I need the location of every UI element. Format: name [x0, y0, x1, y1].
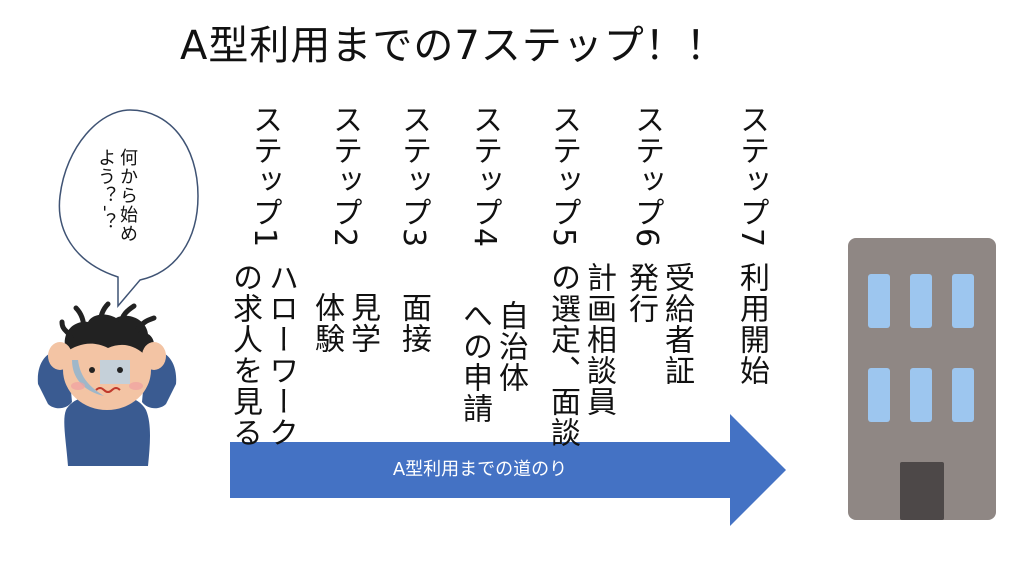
- step-4-label: ステップ4: [467, 104, 502, 249]
- step-3-label: ステップ3: [396, 104, 431, 249]
- step-7-desc: 利用開始: [734, 262, 769, 386]
- step-2-desc: 見学 体験: [309, 292, 380, 354]
- page-title: A型利用までの7ステップ！！: [180, 23, 727, 69]
- step-4-desc: 自治体 への申請: [457, 300, 528, 424]
- arrow-label: A型利用までの道のり: [392, 459, 568, 480]
- step-3-desc: 面接: [396, 292, 431, 354]
- step-6-label: ステップ6: [629, 104, 664, 249]
- step-6-desc: 受給者証 発行: [623, 262, 694, 386]
- step-7-label: ステップ7: [734, 104, 769, 249]
- speech-bubble-icon: [58, 109, 199, 309]
- worried-person-icon: [37, 301, 177, 466]
- roadmap-arrow: [230, 414, 786, 526]
- step-1-label: ステップ1: [247, 104, 282, 249]
- step-5-desc: 計画相談員 の選定、面談: [545, 262, 616, 448]
- step-1-desc: ハローワーク の求人を見る: [227, 262, 298, 448]
- speech-bubble-text: 何から始め よう？-？: [95, 148, 138, 243]
- step-5-label: ステップ5: [546, 104, 581, 249]
- building-icon: [848, 238, 996, 520]
- step-2-label: ステップ2: [327, 104, 362, 249]
